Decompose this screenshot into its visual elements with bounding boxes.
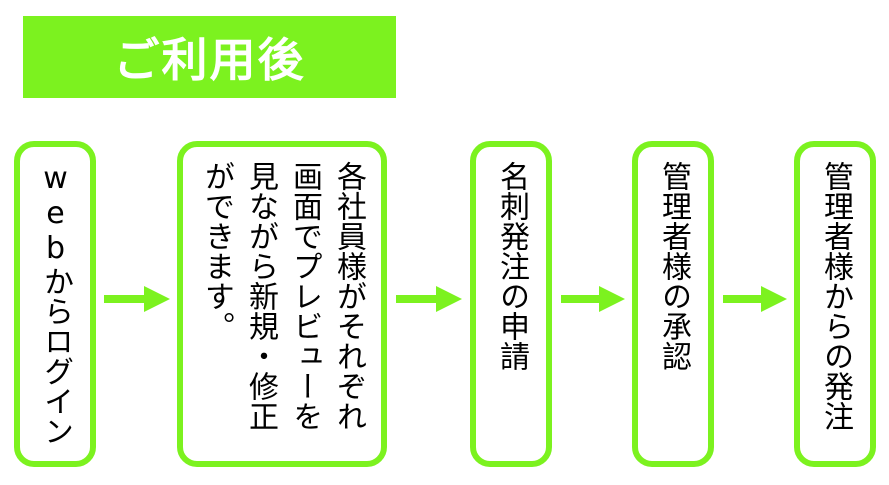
step-box-order-request: 名刺発注の申請 [470,141,552,467]
step-text-line-2: 画面でプレビューを [287,161,322,431]
step-text: 管理者様の承認 [656,161,691,371]
step-text: 名刺発注の申請 [494,161,529,371]
arrow-right-icon [104,286,170,312]
step-text-line-4: ができます。 [199,161,234,341]
step-text: webからログイン [38,161,73,446]
step-box-login: webからログイン [14,141,96,467]
step-box-preview-edit: 各社員様がそれぞれ 画面でプレビューを 見ながら新規・修正 ができます。 [177,141,387,467]
step-box-admin-order: 管理者様からの発注 [794,141,876,467]
title-banner: ご利用後 [23,16,396,98]
arrow-right-icon [561,286,625,312]
arrow-right-icon [723,286,787,312]
banner-title: ご利用後 [113,33,306,87]
step-text-line-3: 見ながら新規・修正 [243,161,278,431]
step-box-admin-approval: 管理者様の承認 [632,141,714,467]
arrow-right-icon [396,286,462,312]
step-text-line-1: 各社員様がそれぞれ [331,161,366,431]
step-text: 管理者様からの発注 [818,161,853,431]
